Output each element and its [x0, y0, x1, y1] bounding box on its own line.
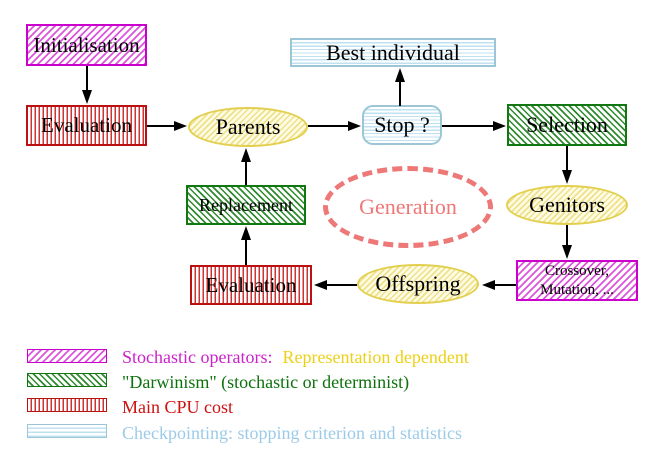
generation-label: Generation — [359, 194, 457, 220]
arrow-stop-to-selection-line — [442, 125, 494, 127]
arrow-selection-to-genitors-line — [566, 146, 568, 171]
node-crossover-mutation-label: Crossover, Mutation, ... — [540, 262, 614, 300]
arrow-selection-to-genitors-head — [562, 170, 572, 184]
arrow-crossover-to-offspring-line — [494, 284, 516, 286]
node-parents-label: Parents — [215, 114, 281, 140]
generation-loop-ellipse: Generation — [323, 166, 493, 248]
legend-label-darwinism: "Darwinism" (stochastic or determinist) — [122, 372, 410, 392]
node-replacement-label: Replacement — [199, 194, 293, 215]
arrow-init-to-evaluation-head — [82, 90, 92, 104]
arrow-evaluation-to-replacement-head — [241, 226, 251, 240]
legend-item-cpu-cost: Main CPU cost — [122, 397, 233, 418]
node-evaluation-bottom-label: Evaluation — [205, 272, 297, 297]
node-best-individual: Best individual — [290, 38, 496, 67]
arrow-genitors-to-crossover-line — [566, 225, 568, 246]
arrow-offspring-to-evaluation-line — [326, 284, 357, 286]
node-selection-label: Selection — [526, 112, 608, 138]
arrow-genitors-to-crossover-head — [562, 245, 572, 259]
node-stop-label: Stop ? — [374, 112, 430, 138]
arrow-stop-to-selection-head — [493, 121, 506, 131]
legend-swatch-darwinism — [27, 373, 107, 387]
arrow-parents-to-stop-head — [348, 121, 361, 131]
legend-item-checkpointing: Checkpointing: stopping criterion and st… — [122, 423, 462, 444]
node-genitors-label: Genitors — [529, 192, 605, 218]
node-evaluation-top-label: Evaluation — [41, 113, 132, 138]
arrow-init-to-evaluation-line — [86, 66, 88, 91]
node-evaluation-bottom: Evaluation — [190, 265, 312, 305]
arrow-evaluation-to-replacement-line — [245, 239, 247, 265]
legend-label-representation-dependent: Representation dependent — [282, 347, 469, 367]
legend-swatch-checkpointing — [27, 424, 107, 438]
arrow-stop-to-best-head — [395, 68, 405, 82]
legend-item-stochastic-operators: Stochastic operators: Representation depe… — [122, 347, 469, 368]
legend-swatch-stochastic-operators — [27, 349, 107, 363]
node-crossover-mutation: Crossover, Mutation, ... — [516, 260, 638, 301]
legend-label-stochastic-operators: Stochastic operators: — [122, 347, 273, 367]
arrow-evaluation-to-parents-head — [174, 121, 187, 131]
arrow-evaluation-to-parents-line — [147, 125, 175, 127]
arrow-replacement-to-parents-line — [245, 161, 247, 185]
node-initialisation-label: Initialisation — [33, 32, 140, 57]
node-selection: Selection — [507, 104, 627, 146]
legend-swatch-cpu-cost — [27, 398, 107, 412]
legend-item-darwinism: "Darwinism" (stochastic or determinist) — [122, 372, 409, 393]
crossover-line2: Mutation, ... — [540, 281, 614, 298]
arrow-parents-to-stop-line — [308, 125, 349, 127]
node-initialisation: Initialisation — [26, 24, 147, 66]
node-stop: Stop ? — [362, 105, 442, 145]
node-offspring-label: Offspring — [375, 271, 461, 297]
arrow-crossover-to-offspring-head — [482, 280, 495, 290]
node-genitors: Genitors — [506, 185, 628, 225]
node-parents: Parents — [188, 107, 308, 147]
arrow-replacement-to-parents-head — [241, 148, 251, 162]
arrow-offspring-to-evaluation-head — [314, 280, 327, 290]
node-evaluation-top: Evaluation — [26, 105, 147, 146]
legend-label-cpu-cost: Main CPU cost — [122, 397, 234, 417]
node-replacement: Replacement — [186, 185, 306, 225]
node-offspring: Offspring — [357, 264, 479, 304]
arrow-stop-to-best-line — [399, 81, 401, 106]
legend-label-checkpointing: Checkpointing: stopping criterion and st… — [122, 423, 462, 443]
node-best-individual-label: Best individual — [326, 39, 460, 65]
crossover-line1: Crossover, — [545, 262, 609, 279]
